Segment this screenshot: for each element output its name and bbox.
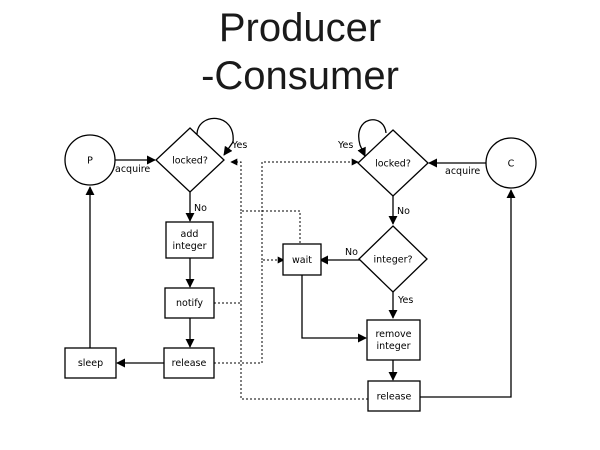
process-wait-label: wait — [292, 255, 312, 266]
process-consumer-release: release — [367, 380, 421, 412]
node-producer: P — [64, 134, 116, 186]
process-add-integer: add integer — [165, 221, 214, 259]
process-add-integer-line2: integer — [172, 241, 206, 252]
process-notify: notify — [164, 287, 215, 319]
label-producer-no: No — [194, 203, 207, 214]
process-notify-label: notify — [176, 298, 203, 309]
process-wait: wait — [282, 243, 322, 276]
node-consumer-label: C — [508, 159, 515, 170]
label-consumer-acquire: acquire — [445, 166, 480, 177]
process-add-integer-line1: add — [181, 229, 199, 240]
decision-integer: integer? — [358, 225, 428, 293]
decision-integer-label: integer? — [373, 255, 412, 266]
label-integer-yes: Yes — [397, 295, 413, 306]
decision-producer-locked: locked? — [155, 127, 225, 193]
label-consumer-locked-yes: Yes — [337, 140, 353, 151]
title-line-1: Producer — [218, 6, 382, 50]
node-producer-label: P — [87, 156, 93, 167]
label-producer-yes: Yes — [231, 140, 247, 151]
edge-wait-to-remove — [301, 275, 367, 343]
process-consumer-release-label: release — [377, 392, 412, 403]
decision-consumer-locked: locked? — [357, 129, 429, 197]
process-remove-integer-line2: integer — [376, 341, 410, 352]
signal-to-consumer-locked — [261, 158, 359, 260]
process-sleep: sleep — [64, 347, 117, 379]
label-producer-acquire: acquire — [115, 164, 150, 175]
signal-consumer-release — [240, 303, 368, 400]
edge-locked-yes-loop — [196, 117, 234, 156]
decision-producer-locked-label: locked? — [172, 156, 208, 167]
process-producer-release-label: release — [172, 358, 207, 369]
process-sleep-label: sleep — [78, 358, 103, 369]
title-line-2: -Consumer — [201, 54, 399, 98]
label-integer-no: No — [345, 247, 358, 258]
edge-c-locked-yes-loop — [357, 119, 387, 157]
signal-notify-to-wait — [214, 210, 301, 304]
signal-to-producer-locked — [230, 158, 242, 211]
label-consumer-locked-no: No — [397, 206, 410, 217]
process-producer-release: release — [163, 347, 215, 379]
edge-release-to-c — [420, 189, 516, 398]
process-remove-integer-line1: remove — [375, 329, 411, 340]
signal-release-to-wait — [214, 256, 285, 364]
process-remove-integer: remove integer — [366, 319, 421, 361]
node-consumer: C — [485, 137, 537, 189]
decision-consumer-locked-label: locked? — [375, 159, 411, 170]
